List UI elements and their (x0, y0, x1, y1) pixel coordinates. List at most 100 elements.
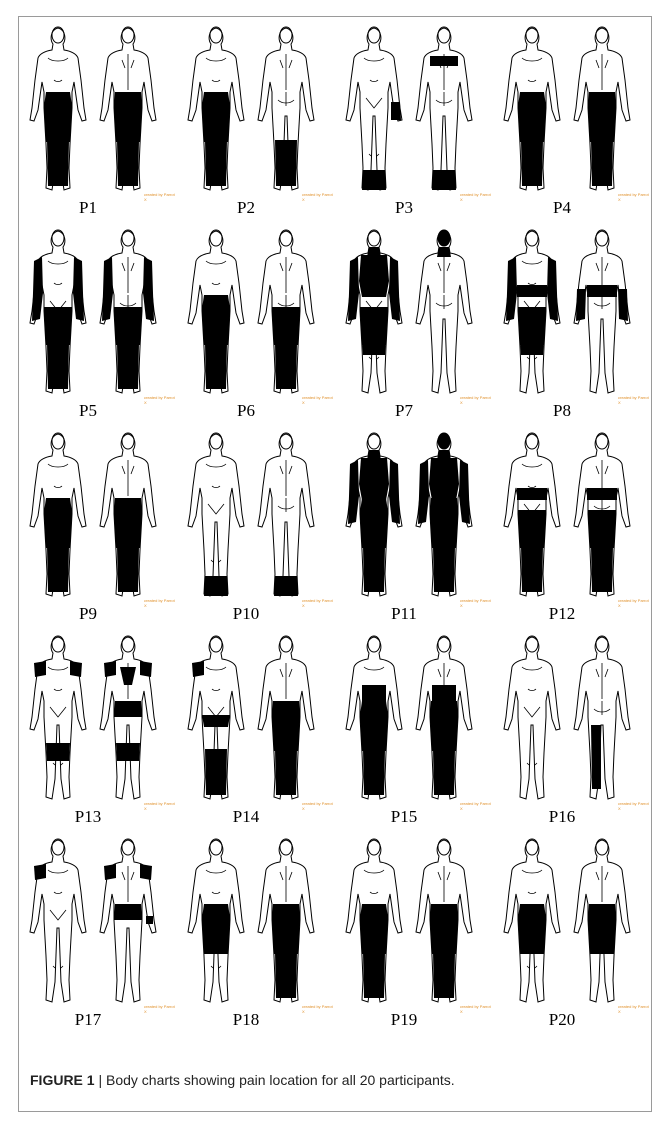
participant-cell: created by Parrot XP14 (176, 629, 334, 832)
pain-region-thighs (114, 307, 142, 345)
body-chart (498, 426, 650, 606)
body-chart (182, 629, 334, 809)
front-view (188, 636, 244, 799)
body-chart (498, 629, 650, 809)
head (122, 839, 134, 855)
pain-region-pelvis (44, 92, 72, 106)
body-outline (504, 637, 560, 799)
anatomy-lines (206, 464, 226, 562)
body-chart (498, 223, 650, 403)
front-view (346, 839, 402, 1002)
head (368, 839, 380, 855)
pain-region-legs (275, 952, 297, 998)
body-chart (24, 20, 176, 200)
head (210, 27, 222, 43)
body-outline (30, 637, 86, 799)
pain-region-legs (47, 546, 69, 592)
participant-cell: created by Parrot XP1 (18, 20, 176, 223)
pain-region-waist-band (517, 488, 547, 500)
pain-region-thighs (114, 510, 142, 548)
anatomy-lines (436, 257, 452, 309)
head (210, 433, 222, 449)
pain-region-feet (204, 576, 228, 596)
head (52, 839, 64, 855)
head (280, 230, 292, 246)
participant-cell: created by Parrot XP3 (334, 20, 492, 223)
back-view (574, 636, 630, 799)
head (596, 636, 608, 652)
head (526, 839, 538, 855)
head (526, 230, 538, 246)
front-view (346, 230, 402, 393)
pain-region-thighs (588, 510, 616, 548)
pain-region-thighs (44, 104, 72, 142)
anatomy-lines (436, 54, 452, 106)
front-view (504, 839, 560, 1002)
participant-label: P6 (176, 401, 316, 421)
back-view (100, 839, 156, 1002)
pain-region-knees (520, 337, 544, 355)
pain-region-thighs (588, 916, 616, 954)
participant-label: P12 (492, 604, 632, 624)
head (122, 27, 134, 43)
front-view (504, 230, 560, 393)
anatomy-lines (48, 870, 68, 968)
front-view (504, 27, 560, 190)
pain-region-legs (521, 140, 543, 186)
pain-region-thighs (360, 510, 388, 548)
body-chart (24, 629, 176, 809)
head (526, 27, 538, 43)
back-view (416, 636, 472, 799)
back-view (100, 636, 156, 799)
pain-region-feet (432, 170, 456, 190)
head (122, 433, 134, 449)
body-chart (498, 20, 650, 200)
body-outline (100, 637, 156, 799)
body-chart (340, 426, 492, 606)
head (52, 230, 64, 246)
body-chart (24, 223, 176, 403)
pain-region-thighs (114, 104, 142, 142)
front-view (30, 636, 86, 799)
participant-label: P16 (492, 807, 632, 827)
back-view (574, 839, 630, 1002)
pain-region-pelvis (202, 904, 230, 918)
pain-region-legs (433, 749, 455, 795)
head (596, 433, 608, 449)
pain-region-pelvis (360, 904, 388, 918)
body-outline (574, 637, 630, 799)
back-view (416, 230, 472, 393)
front-view (30, 839, 86, 1002)
body-chart (340, 629, 492, 809)
front-view (188, 230, 244, 393)
back-view (100, 27, 156, 190)
front-view (346, 636, 402, 799)
anatomy-lines (522, 667, 542, 765)
pain-region-thighs (272, 713, 300, 751)
head (280, 27, 292, 43)
pain-region-knees (362, 337, 386, 355)
pain-region-feet (362, 170, 386, 190)
figure-caption: FIGURE 1 | Body charts showing pain loca… (30, 1072, 640, 1088)
participant-label: P2 (176, 198, 316, 218)
anatomy-lines (278, 460, 294, 512)
back-view (416, 27, 472, 190)
head (210, 839, 222, 855)
participant-cell: created by Parrot XP11 (334, 426, 492, 629)
body-chart (340, 223, 492, 403)
back-view (100, 433, 156, 596)
back-view (574, 27, 630, 190)
pain-region-legs (363, 546, 385, 592)
pain-region-legs (591, 140, 613, 186)
head (368, 433, 380, 449)
participant-cell: created by Parrot XP20 (492, 832, 650, 1035)
body-chart (340, 832, 492, 1012)
participant-label: P19 (334, 1010, 474, 1030)
back-view (416, 433, 472, 596)
pain-region-thighs (518, 916, 546, 954)
pain-region-legs (205, 343, 227, 389)
